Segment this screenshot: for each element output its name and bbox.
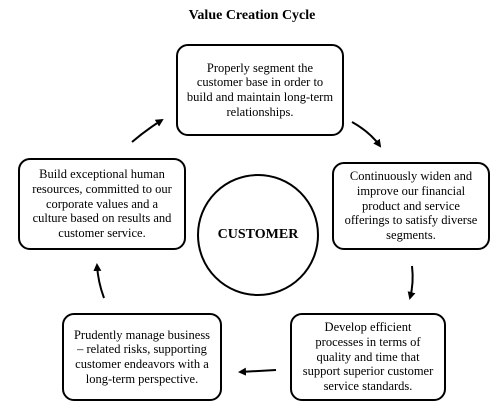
box-manage-risks: Prudently manage business – related risk…	[62, 313, 222, 401]
box-efficient-processes: Develop efficient processes in terms of …	[290, 313, 446, 401]
arrow-left-to-top	[131, 118, 164, 143]
box-human-resources: Build exceptional human resources, commi…	[18, 158, 186, 250]
arrow-right-to-bottom-right	[407, 265, 416, 300]
arrow-bottom-right-to-bottom-left	[238, 367, 277, 376]
box-segment-customer-base: Properly segment the customer base in or…	[176, 44, 344, 136]
arrow-bottom-left-to-left	[93, 263, 105, 299]
box-widen-offerings: Continuously widen and improve our finan…	[332, 162, 490, 250]
customer-circle: CUSTOMER	[197, 174, 319, 296]
arrow-top-to-right	[351, 121, 382, 148]
diagram-title: Value Creation Cycle	[188, 8, 316, 23]
